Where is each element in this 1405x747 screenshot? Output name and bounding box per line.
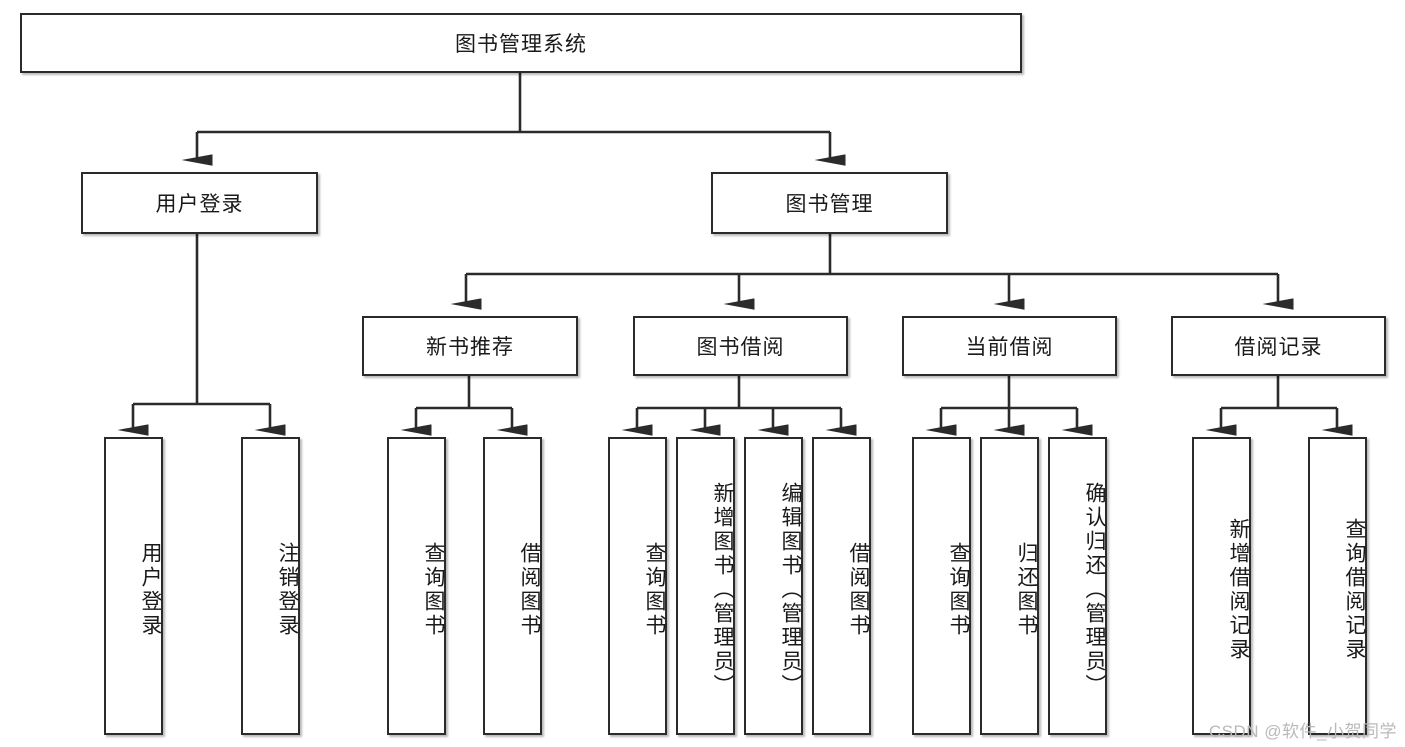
leaf-query-book-borrow[interactable]: 查询图书	[608, 437, 667, 735]
leaf-return-book[interactable]: 归还图书	[980, 437, 1039, 735]
leaf-borrow-book-recommend-label: 借阅图书	[518, 542, 541, 638]
node-new-book-recommend-label: 新书推荐	[426, 336, 514, 359]
node-book-borrow-label: 图书借阅	[696, 336, 785, 359]
leaf-add-book-admin-label: 新增图书（管理员）	[711, 482, 734, 698]
node-book-management[interactable]: 图书管理	[711, 172, 948, 234]
leaf-query-borrow-record-label: 查询借阅记录	[1343, 518, 1366, 662]
node-borrow-record-label: 借阅记录	[1234, 336, 1323, 359]
node-current-borrow-label: 当前借阅	[965, 336, 1054, 359]
leaf-add-book-admin[interactable]: 新增图书（管理员）	[676, 437, 735, 735]
leaf-user-login-label: 用户登录	[139, 542, 162, 638]
leaf-query-book-current-label: 查询图书	[947, 542, 970, 638]
leaf-edit-book-admin[interactable]: 编辑图书（管理员）	[744, 437, 803, 735]
node-book-borrow[interactable]: 图书借阅	[633, 316, 848, 376]
leaf-return-book-label: 归还图书	[1015, 542, 1038, 638]
leaf-query-book-recommend-label: 查询图书	[422, 542, 445, 638]
leaf-borrow-book-label: 借阅图书	[847, 542, 870, 638]
node-root-label: 图书管理系统	[455, 33, 587, 56]
leaf-query-book-recommend[interactable]: 查询图书	[387, 437, 446, 735]
leaf-user-login[interactable]: 用户登录	[104, 437, 163, 735]
leaf-query-borrow-record[interactable]: 查询借阅记录	[1308, 437, 1367, 735]
node-current-borrow[interactable]: 当前借阅	[902, 316, 1117, 376]
node-root[interactable]: 图书管理系统	[20, 13, 1022, 73]
node-user-login-label: 用户登录	[155, 193, 244, 216]
leaf-confirm-return-admin-label: 确认归还（管理员）	[1083, 482, 1106, 698]
leaf-borrow-book[interactable]: 借阅图书	[812, 437, 871, 735]
node-new-book-recommend[interactable]: 新书推荐	[362, 316, 578, 376]
node-borrow-record[interactable]: 借阅记录	[1171, 316, 1386, 376]
leaf-borrow-book-recommend[interactable]: 借阅图书	[483, 437, 542, 735]
watermark: CSDN @软件_小贺同学	[1208, 722, 1397, 741]
leaf-query-book-borrow-label: 查询图书	[643, 542, 666, 638]
leaf-query-book-current[interactable]: 查询图书	[912, 437, 971, 735]
node-user-login[interactable]: 用户登录	[81, 172, 318, 234]
node-book-management-label: 图书管理	[785, 193, 874, 216]
leaf-add-borrow-record-label: 新增借阅记录	[1227, 518, 1250, 662]
leaf-confirm-return-admin[interactable]: 确认归还（管理员）	[1048, 437, 1107, 735]
leaf-add-borrow-record[interactable]: 新增借阅记录	[1192, 437, 1251, 735]
leaf-logout[interactable]: 注销登录	[241, 437, 300, 735]
leaf-edit-book-admin-label: 编辑图书（管理员）	[779, 482, 802, 698]
leaf-logout-label: 注销登录	[276, 542, 299, 638]
